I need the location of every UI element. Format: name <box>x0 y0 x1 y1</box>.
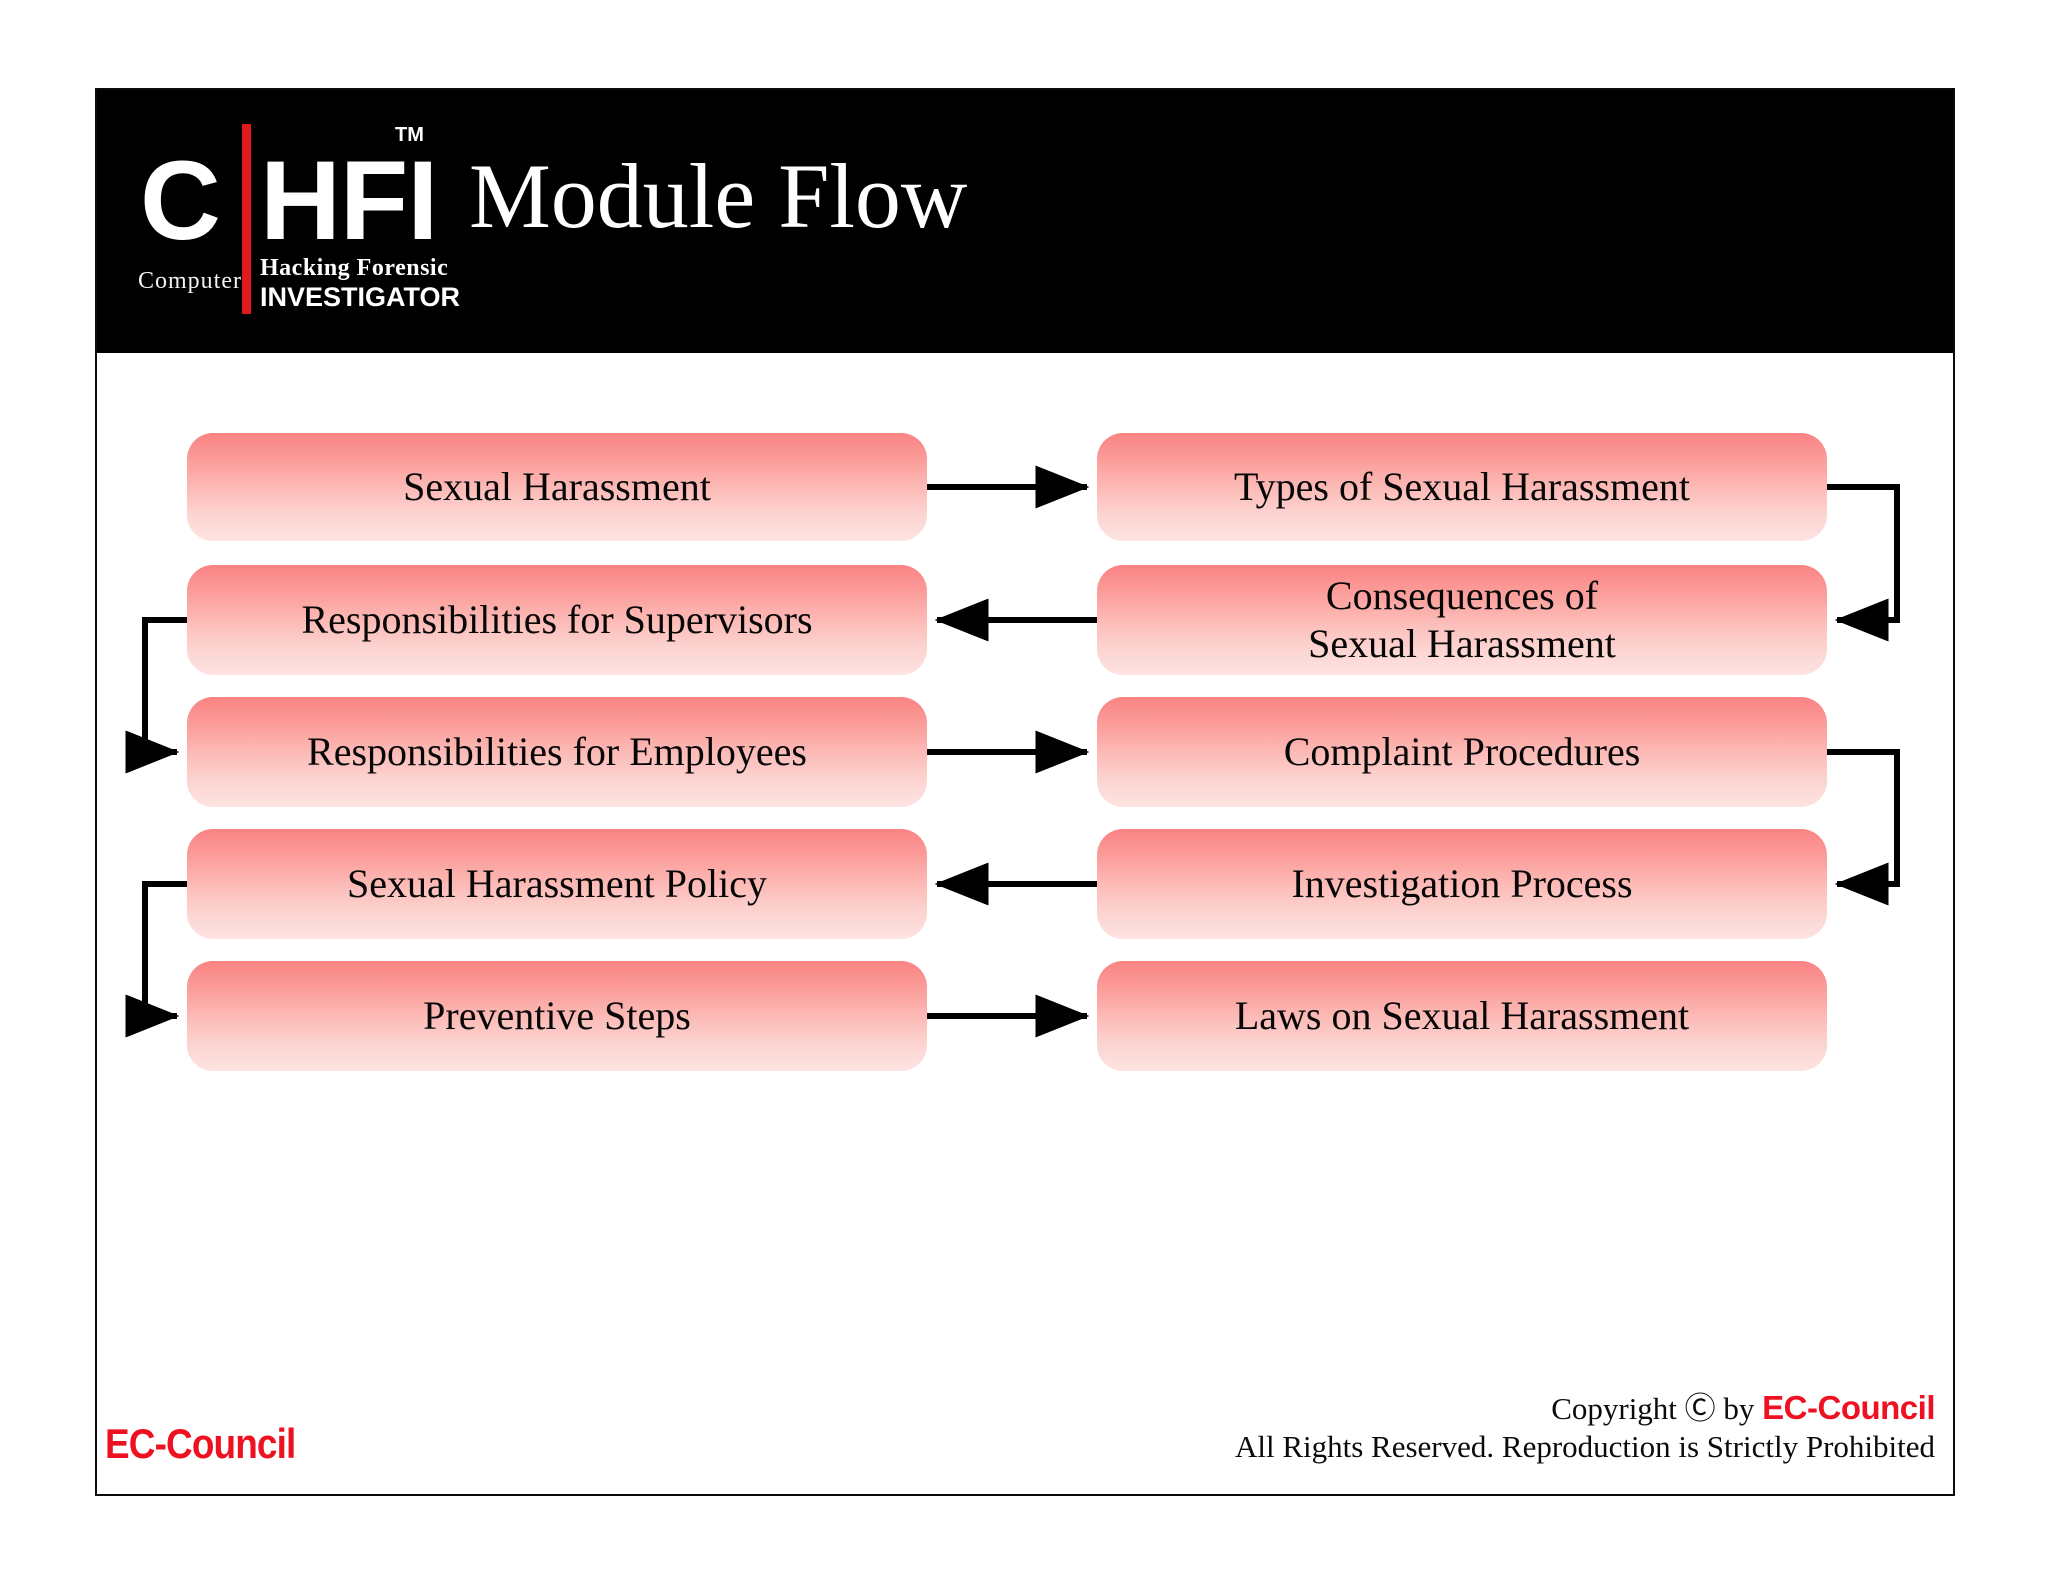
flow-node-line-1: Consequences of <box>1325 573 1599 618</box>
connector-n6-n7 <box>1827 749 1900 906</box>
copyright-prefix: Copyright Ⓒ by <box>1551 1391 1763 1426</box>
trademark-icon: TM <box>395 124 424 146</box>
footer-copyright: Copyright Ⓒ by EC-Council All Rights Res… <box>1234 1389 1936 1466</box>
flow-node-responsibilities-for-supervisors[interactable]: Responsibilities for Supervisors <box>187 565 927 675</box>
flow-node-complaint-procedures[interactable]: Complaint Procedures <box>1097 697 1827 807</box>
flow-node-types-of-sexual-harassment[interactable]: Types of Sexual Harassment <box>1097 433 1827 541</box>
logo-computer-label: Computer <box>138 268 242 294</box>
connector-n8-n9 <box>125 881 187 1038</box>
rights-reserved-line: All Rights Reserved. Reproduction is Str… <box>1234 1429 1935 1464</box>
flow-node-investigation-process[interactable]: Investigation Process <box>1097 829 1827 939</box>
connector-n4-n5 <box>125 617 187 774</box>
copyright-line: Copyright Ⓒ by EC-Council <box>1235 1389 1935 1428</box>
flow-node-laws-on-sexual-harassment[interactable]: Laws on Sexual Harassment <box>1097 961 1827 1071</box>
flow-node-sexual-harassment-policy[interactable]: Sexual Harassment Policy <box>187 829 927 939</box>
chfi-logo: C HFI TM Computer Hacking Forensic INVES… <box>132 110 461 328</box>
connector-n2-n3 <box>1827 484 1900 642</box>
flow-node-consequences-of-sexual-harassment[interactable]: Consequences of Sexual Harassment <box>1097 565 1827 675</box>
page-title: Module Flow <box>469 145 968 247</box>
logo-hacking-forensic-label: Hacking Forensic <box>260 255 449 281</box>
logo-red-divider-bar <box>242 124 251 314</box>
flow-node-sexual-harassment[interactable]: Sexual Harassment <box>187 433 927 541</box>
copyright-brand: EC-Council <box>1762 1389 1935 1426</box>
slide-header: C HFI TM Computer Hacking Forensic INVES… <box>97 90 1953 353</box>
footer-ec-council-logo: EC-Council <box>105 1420 296 1467</box>
flow-node-preventive-steps[interactable]: Preventive Steps <box>187 961 927 1071</box>
logo-letter-c: C <box>140 138 221 263</box>
logo-subtitle-block: Hacking Forensic INVESTIGATOR <box>260 254 461 312</box>
module-flow-diagram: Sexual Harassment Types of Sexual Harass… <box>97 353 1953 1494</box>
flow-node-responsibilities-for-employees[interactable]: Responsibilities for Employees <box>187 697 927 807</box>
logo-investigator-label: INVESTIGATOR <box>260 282 461 312</box>
slide-canvas: C HFI TM Computer Hacking Forensic INVES… <box>95 88 1955 1496</box>
flow-node-line-2: Sexual Harassment <box>1308 621 1616 666</box>
logo-letters-hfi: HFI <box>260 138 438 263</box>
